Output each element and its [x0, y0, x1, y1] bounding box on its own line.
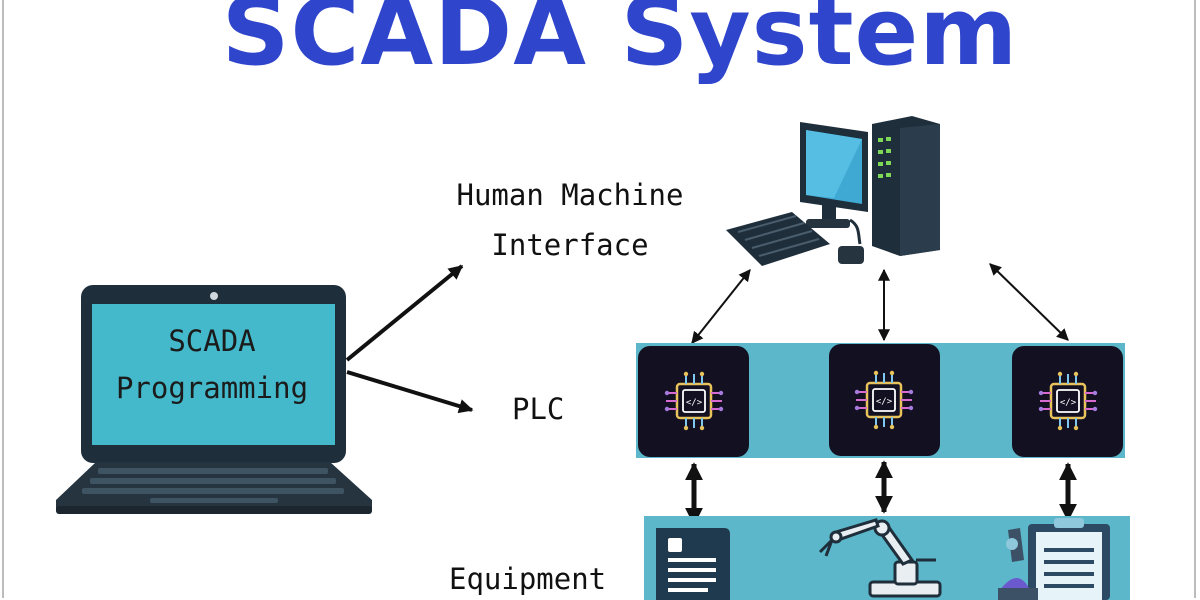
- desktop-computer-icon: [726, 116, 940, 266]
- arrow-laptop-to-hmi: [345, 264, 464, 362]
- equipment-label: Equipment: [449, 562, 607, 596]
- arrow-hmi-plc-3: [989, 263, 1069, 341]
- page-title: SCADA System: [221, 0, 1019, 87]
- document-icon: [656, 528, 730, 600]
- hmi-label-line2: Interface: [491, 228, 649, 262]
- plc-unit-1: [638, 346, 749, 457]
- arrow-laptop-to-plc: [346, 370, 474, 414]
- screen-line-scada: SCADA: [168, 324, 256, 358]
- plc-unit-2: [829, 344, 940, 456]
- lab-equipment-icon: [998, 518, 1110, 600]
- plc-unit-3: [1012, 346, 1123, 457]
- screen-line-programming: Programming: [115, 371, 309, 405]
- plc-label: PLC: [512, 392, 565, 426]
- laptop-screen-text: SCADA Programming: [92, 318, 332, 412]
- laptop-icon: [56, 285, 372, 514]
- arrow-hmi-plc-1: [691, 269, 751, 344]
- hmi-label: Human Machine Interface: [420, 170, 720, 270]
- hmi-label-line1: Human Machine: [456, 178, 684, 212]
- robot-arm-icon: [818, 518, 942, 598]
